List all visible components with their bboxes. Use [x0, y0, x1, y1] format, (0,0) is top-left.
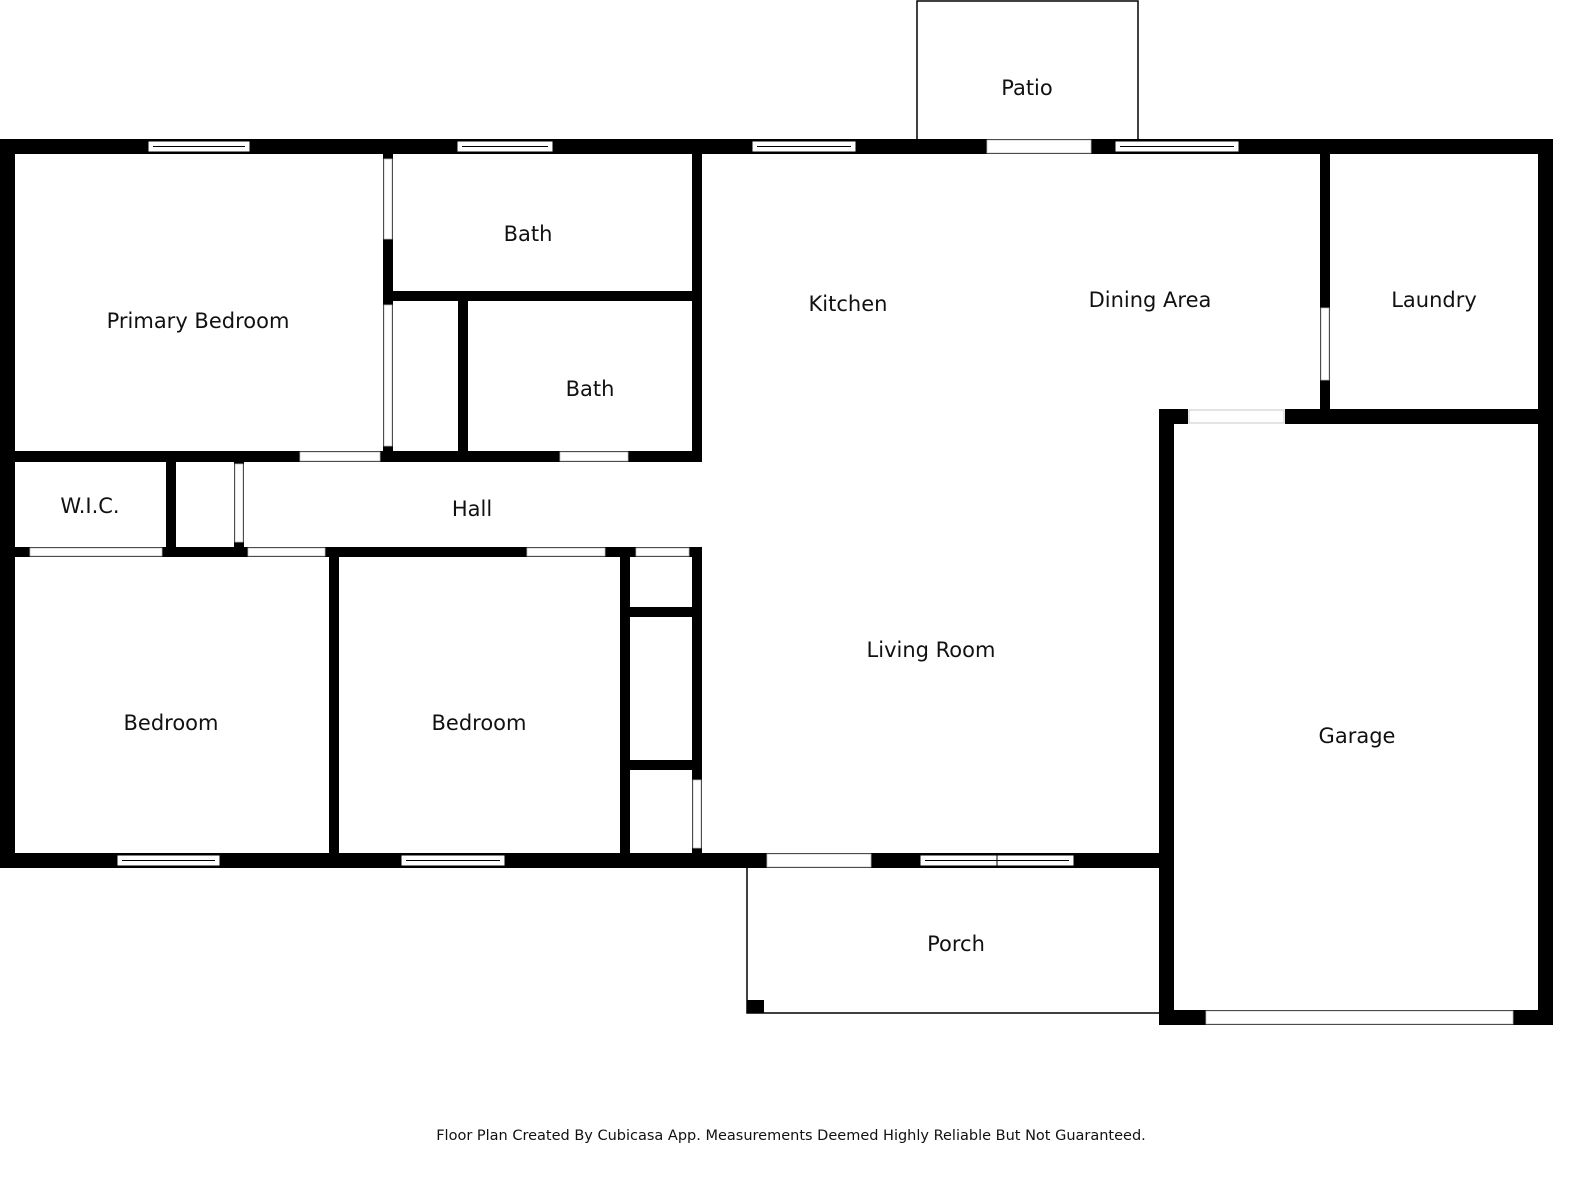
wall-garage-right	[1538, 415, 1553, 1025]
primary-hall-door	[299, 451, 381, 462]
wall-closet-shelf-1	[620, 607, 702, 617]
label-kitchen: Kitchen	[809, 292, 888, 316]
wall-garage-left	[1159, 409, 1174, 1025]
wall-closets-right	[692, 547, 702, 868]
wall-bedroom-divider	[329, 547, 339, 868]
label-bath-lower: Bath	[566, 377, 615, 401]
wall-bottom	[0, 853, 1163, 868]
patio-door	[986, 139, 1092, 154]
wic-door	[29, 547, 163, 557]
bedroom2-door	[526, 547, 606, 557]
living-closet-door	[692, 779, 702, 849]
wall-bedroom2-right	[620, 547, 630, 868]
window-bedroom2-bottom	[400, 854, 506, 867]
label-hall: Hall	[452, 497, 492, 521]
label-patio: Patio	[1001, 76, 1053, 100]
patio-outline	[916, 0, 1139, 146]
wall-wic-right	[166, 451, 176, 557]
wall-garage-top-left	[1159, 409, 1188, 424]
wall-garage-top-right	[1285, 409, 1553, 424]
wall-bath-right	[692, 154, 702, 462]
label-living-room: Living Room	[867, 638, 996, 662]
bedroom1-door	[247, 547, 326, 557]
wall-closet-divider	[458, 291, 468, 462]
room-labels: Patio Bath Primary Bedroom Kitchen Dinin…	[60, 76, 1476, 956]
footer-disclaimer: Floor Plan Created By Cubicasa App. Meas…	[436, 1128, 1146, 1144]
window-kitchen-top	[751, 140, 857, 153]
window-primary-top	[147, 140, 251, 153]
hall-closet-door	[635, 547, 690, 557]
label-wic: W.I.C.	[60, 494, 119, 518]
label-laundry: Laundry	[1391, 288, 1477, 312]
window-bath-top	[456, 140, 554, 153]
label-bath-upper: Bath	[504, 222, 553, 246]
label-primary-bedroom: Primary Bedroom	[107, 309, 290, 333]
label-bedroom-left: Bedroom	[124, 711, 219, 735]
wall-lower-hall	[0, 547, 702, 557]
garage-door	[1205, 1010, 1514, 1025]
label-bedroom-middle: Bedroom	[432, 711, 527, 735]
label-garage: Garage	[1319, 724, 1396, 748]
window-living-bottom	[919, 854, 1075, 867]
wall-right-laundry	[1538, 139, 1553, 424]
openings	[29, 139, 1514, 1025]
garage-entry	[1188, 409, 1285, 424]
window-dining-top	[1114, 140, 1240, 153]
wall-laundry-left	[1320, 154, 1330, 418]
label-porch: Porch	[927, 932, 985, 956]
linen-closet-door	[234, 463, 244, 543]
label-dining-area: Dining Area	[1089, 288, 1212, 312]
wall-left	[0, 139, 15, 868]
laundry-door	[1320, 307, 1330, 381]
bath-hall-door	[559, 451, 629, 462]
window-bedroom1-bottom	[116, 854, 221, 867]
walls	[0, 139, 1553, 1025]
bath-door-primary	[383, 158, 393, 240]
porch-door	[766, 853, 872, 868]
windows	[116, 140, 1240, 867]
wall-bath-divider	[383, 291, 702, 301]
closet-door-primary	[383, 304, 393, 447]
wall-closet-shelf-2	[620, 760, 702, 770]
porch-post	[747, 1000, 764, 1013]
